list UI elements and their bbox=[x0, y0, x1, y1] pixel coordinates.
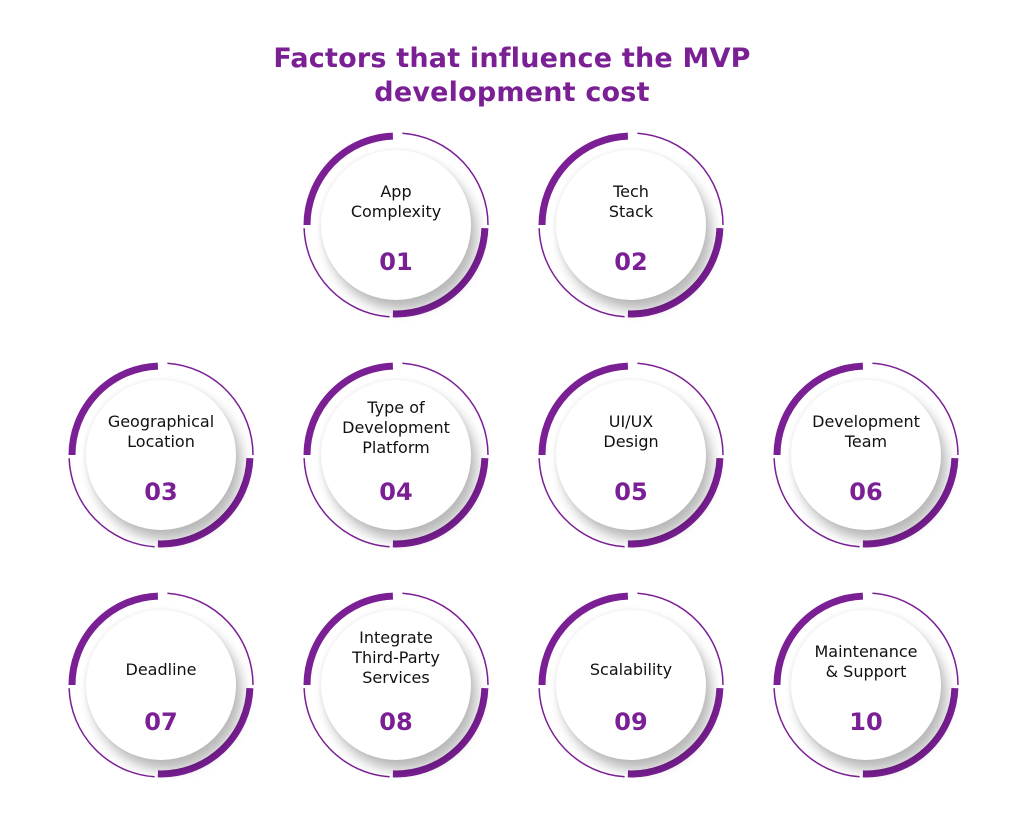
factor-circle: Maintenance& Support 10 bbox=[791, 610, 941, 760]
ring-arc-icon bbox=[538, 362, 724, 548]
factor-label: Deadline bbox=[94, 660, 228, 680]
ring-arc-icon bbox=[303, 132, 489, 318]
factor-item-09: Scalability 09 bbox=[533, 587, 729, 783]
ring-arc-icon bbox=[538, 592, 724, 778]
factor-label-line: Scalability bbox=[589, 660, 673, 679]
factor-label-line: Integrate bbox=[359, 628, 433, 647]
factor-circle: Scalability 09 bbox=[556, 610, 706, 760]
factor-label-line: Development bbox=[812, 412, 920, 431]
factor-label-line: Maintenance bbox=[814, 642, 918, 661]
factor-number: 07 bbox=[144, 708, 178, 736]
factor-label-line: Complexity bbox=[350, 202, 442, 221]
factor-label-line: Team bbox=[844, 432, 888, 451]
factor-label-line: Design bbox=[603, 432, 659, 451]
factor-item-07: Deadline 07 bbox=[63, 587, 259, 783]
ring-arc-icon bbox=[538, 132, 724, 318]
factor-number: 09 bbox=[614, 708, 648, 736]
factor-circle: Deadline 07 bbox=[86, 610, 236, 760]
title-line-2: development cost bbox=[374, 77, 650, 108]
factor-label: Maintenance& Support bbox=[799, 642, 933, 682]
factor-label-line: Type of bbox=[367, 398, 425, 417]
factor-number: 01 bbox=[379, 248, 413, 276]
factor-label-line: Stack bbox=[608, 202, 654, 221]
factor-number: 02 bbox=[614, 248, 648, 276]
ring-arc-icon bbox=[303, 362, 489, 548]
factor-label-line: Deadline bbox=[125, 660, 197, 679]
factor-label-line: & Support bbox=[825, 662, 907, 681]
factor-number: 03 bbox=[144, 478, 178, 506]
ring-arc-icon bbox=[68, 592, 254, 778]
factor-number: 08 bbox=[379, 708, 413, 736]
factor-label-line: Services bbox=[362, 668, 430, 687]
factor-label-line: Geographical bbox=[107, 412, 215, 431]
ring-arc-icon bbox=[773, 362, 959, 548]
factor-number: 04 bbox=[379, 478, 413, 506]
factor-label-line: Platform bbox=[362, 438, 430, 457]
factor-number: 06 bbox=[849, 478, 883, 506]
factor-number: 05 bbox=[614, 478, 648, 506]
factor-label-line: Tech bbox=[613, 182, 649, 201]
factor-item-10: Maintenance& Support 10 bbox=[768, 587, 964, 783]
factor-label: Scalability bbox=[564, 660, 698, 680]
factor-label-line: Location bbox=[127, 432, 195, 451]
ring-arc-icon bbox=[773, 592, 959, 778]
factor-label-line: Third-Party bbox=[352, 648, 440, 667]
factor-label-line: App bbox=[380, 182, 412, 201]
ring-arc-icon bbox=[303, 592, 489, 778]
page-title: Factors that influence the MVP developme… bbox=[0, 42, 1024, 110]
factor-label-line: UI/UX bbox=[608, 412, 654, 431]
factor-label-line: Development bbox=[342, 418, 450, 437]
ring-arc-icon bbox=[68, 362, 254, 548]
title-line-1: Factors that influence the MVP bbox=[273, 43, 751, 74]
factor-number: 10 bbox=[849, 708, 883, 736]
